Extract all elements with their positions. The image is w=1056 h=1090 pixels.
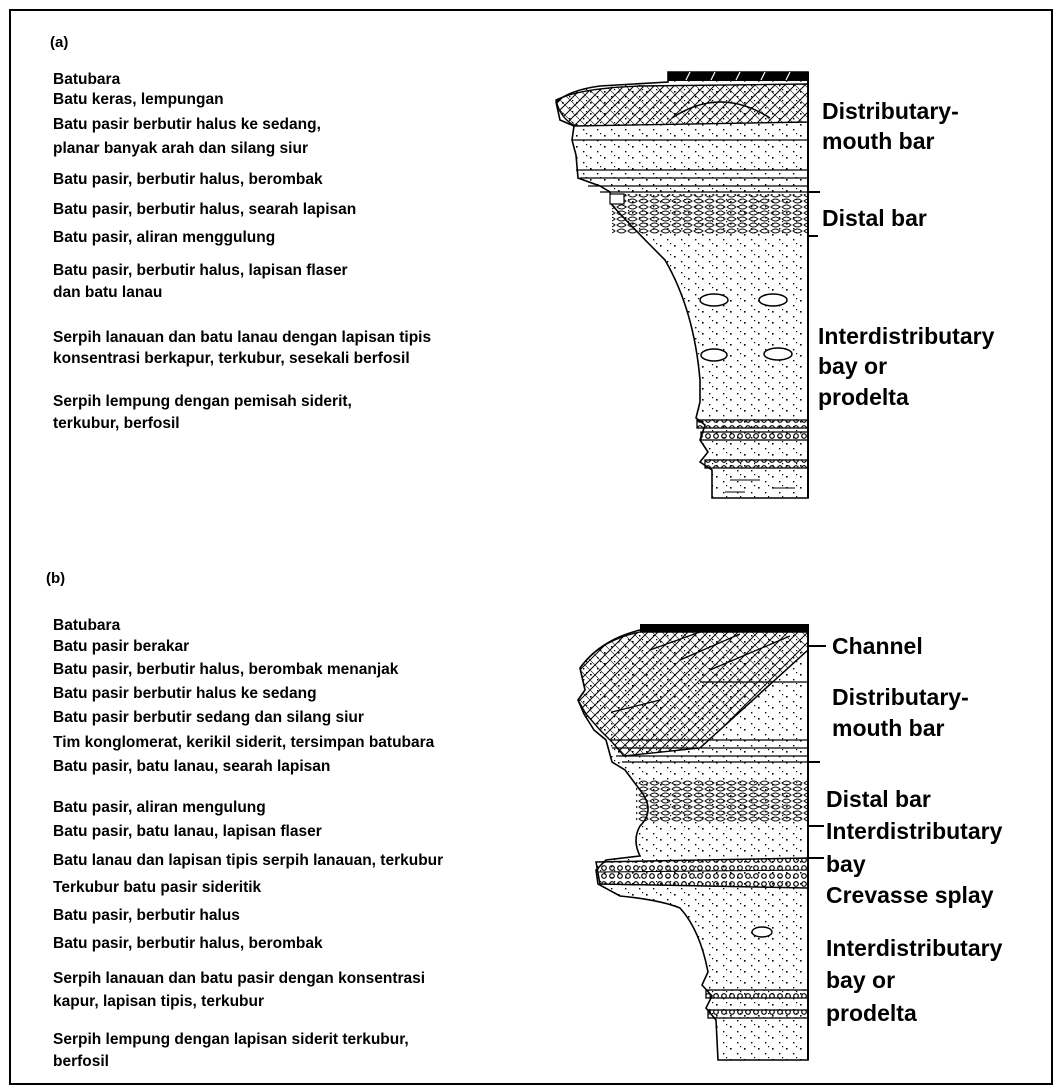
panel-b-coal-bed — [640, 624, 808, 632]
panel-b-depth-axis — [808, 624, 826, 1060]
panel-b-nodule — [752, 927, 772, 937]
panel-b-crevasse-splay-bed — [596, 858, 808, 888]
panel-b-flaser-zone — [636, 780, 808, 822]
